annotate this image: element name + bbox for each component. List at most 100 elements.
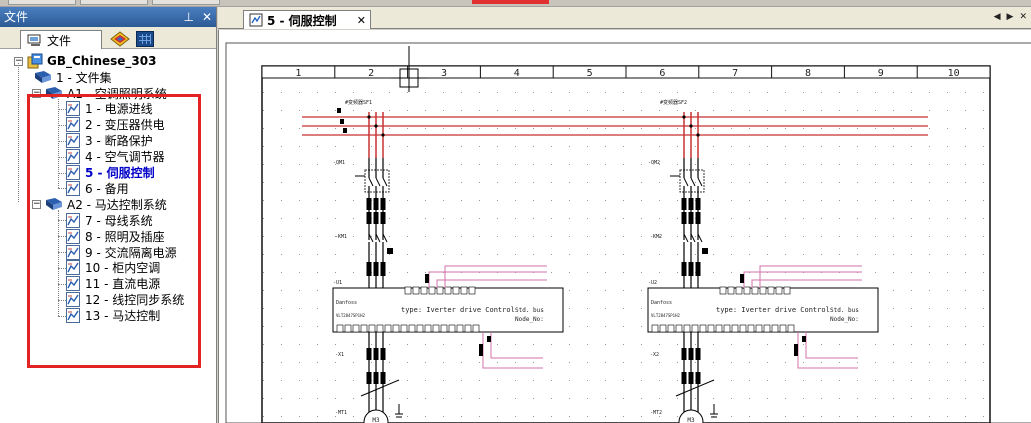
tree-page-item[interactable]: 4 - 空气调节器	[66, 149, 165, 165]
reactor-block	[695, 372, 701, 384]
top-active-marker	[472, 0, 549, 4]
close-icon[interactable]: ✕	[201, 10, 212, 24]
tree-item-label: A1 - 空调照明系统	[67, 86, 167, 101]
tree-page-item[interactable]: 5 - 伺服控制	[66, 165, 155, 181]
schematic-page-icon	[66, 244, 80, 260]
layers-tab-icon[interactable]	[110, 31, 130, 48]
tree-item-label: 5 - 伺服控制	[85, 166, 155, 180]
schematic-page-icon	[66, 149, 80, 165]
tree-page-item[interactable]: 7 - 母线系统	[66, 212, 153, 228]
scroll-right-icon[interactable]: ▶	[1006, 12, 1014, 22]
terminal	[336, 324, 344, 333]
collapse-toggle-icon[interactable]: −	[32, 87, 41, 98]
tab-servo-control[interactable]: 5 - 伺服控制 ✕	[243, 10, 371, 29]
contact	[690, 177, 696, 187]
folder-icon	[46, 87, 62, 99]
terminal	[412, 286, 420, 295]
terminal	[775, 286, 783, 295]
signal-block	[740, 274, 744, 283]
column-number: 7	[732, 68, 738, 79]
tree-guide-line	[58, 188, 66, 190]
tree-item-file-set[interactable]: 1 - 文件集	[34, 69, 112, 85]
vfd-box	[332, 287, 564, 333]
tree-item-label: 11 - 直流电源	[85, 277, 161, 292]
signal-wire	[444, 265, 547, 288]
tree-guide-line	[58, 267, 66, 269]
vfd-bus: Std. bus	[830, 307, 859, 314]
tree-page-item[interactable]: 2 - 变压器供电	[66, 117, 165, 133]
tree-page-item[interactable]: 8 - 照明及插座	[66, 228, 165, 244]
reactor-block	[373, 348, 379, 360]
signal-wire	[759, 265, 862, 288]
scroll-left-icon[interactable]: ◀	[993, 12, 1001, 22]
terminal	[472, 324, 480, 333]
tree-item-label: 13 - 马达控制	[85, 309, 161, 324]
tree-page-item[interactable]: 11 - 直流电源	[66, 276, 160, 292]
tree-guide-line	[58, 108, 66, 110]
cursor-box	[399, 68, 419, 88]
terminal	[344, 324, 352, 333]
tree-guide-line	[58, 156, 66, 158]
tree-item-label: GB_Chinese_303	[47, 54, 157, 68]
tree-guide-line	[58, 252, 66, 253]
schematic-page-icon	[66, 180, 80, 196]
tree-group-2[interactable]: −A2 - 马达控制系统	[32, 196, 167, 212]
top-tab-stub[interactable]	[8, 0, 76, 5]
motor-symbol	[678, 409, 704, 423]
tree-page-item[interactable]: 3 - 断路保护	[66, 133, 153, 149]
terminal	[783, 286, 791, 295]
fuse-block	[688, 212, 694, 224]
grid-tab-icon[interactable]	[136, 31, 154, 47]
doc-tab-close-icon[interactable]: ✕	[356, 13, 366, 27]
breaker-label: -QM1	[333, 160, 345, 166]
reactor-block	[380, 348, 386, 360]
tree-page-item[interactable]: 6 - 备用	[66, 180, 129, 196]
tree-guide-line	[58, 299, 66, 301]
terminal	[723, 324, 731, 333]
tree-guide-line	[58, 236, 66, 238]
tree-page-item[interactable]: 13 - 马达控制	[66, 308, 160, 324]
tab-file[interactable]: 文件	[20, 30, 102, 49]
column-number: 9	[878, 68, 884, 79]
tree-page-item[interactable]: 12 - 线控同步系统	[66, 292, 184, 308]
terminal	[456, 324, 464, 333]
tree-root[interactable]: −GB_Chinese_303	[14, 53, 156, 69]
signal-wire	[751, 279, 862, 288]
terminal	[683, 324, 691, 333]
tree-item-label: 12 - 线控同步系统	[85, 293, 185, 308]
terminal	[368, 324, 376, 333]
pin-icon[interactable]: ⊥	[183, 10, 194, 24]
close-all-icon[interactable]: ✕	[1019, 12, 1027, 22]
fuse-block	[380, 212, 386, 224]
tree-group-1[interactable]: − A1 - 空调照明系统	[32, 85, 167, 101]
terminal	[727, 286, 735, 295]
contact	[683, 177, 689, 187]
top-tab-stub[interactable]	[152, 0, 220, 5]
terminal	[675, 324, 683, 333]
fuse-block	[695, 212, 701, 224]
terminal	[416, 324, 424, 333]
terminal	[667, 324, 675, 333]
contact	[697, 233, 703, 243]
terminal	[452, 286, 460, 295]
tree-page-item[interactable]: 1 - 电源进线	[66, 101, 153, 117]
collapse-toggle-icon[interactable]: −	[32, 198, 41, 209]
signal-block	[425, 274, 429, 283]
top-tab-stub[interactable]	[80, 0, 148, 5]
signal-block	[487, 336, 491, 342]
tree-page-item[interactable]: 10 - 柜内空调	[66, 260, 160, 276]
vfd-node: Node_No:	[515, 316, 544, 323]
signal-block	[794, 344, 798, 356]
tree-item-label: 2 - 变压器供电	[85, 118, 165, 133]
tree-guide-line	[58, 220, 66, 222]
tree-item-label: 10 - 柜内空调	[85, 261, 161, 276]
terminal	[743, 286, 751, 295]
tab-file-label: 文件	[47, 33, 72, 48]
junction-dot	[682, 115, 686, 119]
tree-page-item[interactable]: 9 - 交流隔离电源	[66, 244, 177, 260]
vfd-type: type: Iverter drive Control	[401, 306, 515, 314]
